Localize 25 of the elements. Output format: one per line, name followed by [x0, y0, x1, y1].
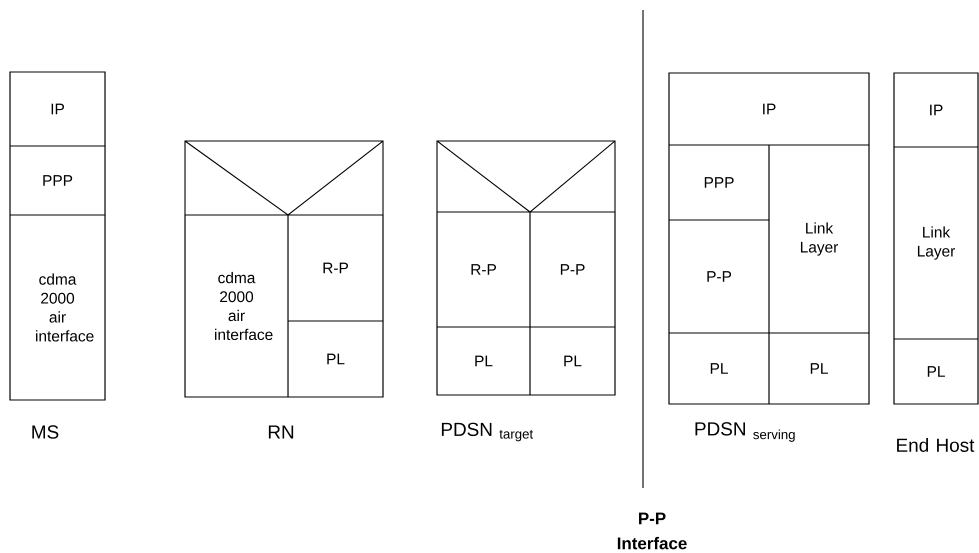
- protocol-layer: P-P: [529, 211, 616, 328]
- stack-name: PDSN $_{serving}$: [696, 422, 795, 442]
- protocol-layer: cdma 2000 air interface: [184, 214, 289, 398]
- stack-name: PDSN $_{target}$: [442, 422, 534, 442]
- stack-name: End Host: [897, 438, 974, 452]
- stack-name: RN: [268, 426, 294, 438]
- protocol-layer: P-P: [668, 219, 770, 334]
- protocol-layer: PL: [668, 332, 770, 405]
- protocol-layer: IP: [893, 72, 979, 148]
- protocol-layer: PL: [529, 326, 616, 396]
- protocol-layer: IP: [9, 71, 106, 147]
- protocol-layer: R-P: [436, 211, 531, 328]
- protocol-layer: PPP: [668, 144, 770, 221]
- protocol-layer: R-P: [287, 214, 384, 322]
- protocol-layer: Link Layer: [768, 144, 870, 334]
- protocol-layer: cdma 2000 air interface: [9, 214, 106, 401]
- protocol-layer: PL: [768, 332, 870, 405]
- protocol-layer: IP: [668, 72, 870, 146]
- protocol-layer: PL: [436, 326, 531, 396]
- interface-label: P-P Interface: [618, 512, 687, 550]
- protocol-layer: PPP: [9, 145, 106, 216]
- protocol-layer: Link Layer: [893, 146, 979, 340]
- protocol-layer: PL: [893, 338, 979, 405]
- stack-name: MS: [32, 425, 58, 439]
- protocol-layer: PL: [287, 320, 384, 398]
